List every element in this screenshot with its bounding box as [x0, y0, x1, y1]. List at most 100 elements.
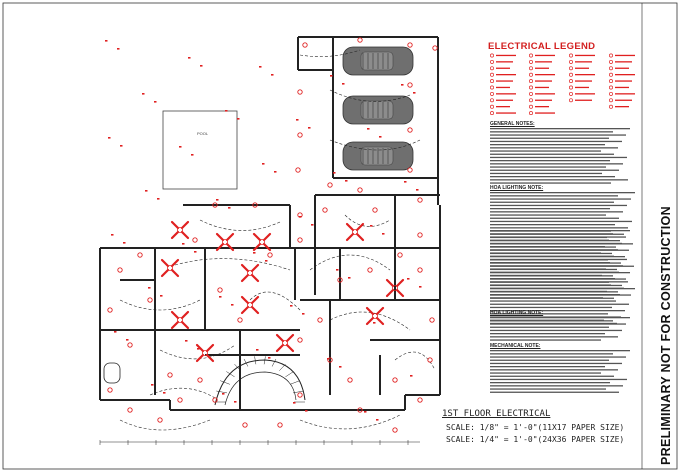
- hoa-note-line-2: [490, 333, 605, 335]
- outlet-icon: [154, 101, 157, 103]
- switch-icon: [490, 59, 494, 64]
- switch-icon: [529, 98, 533, 103]
- mechanical-note-line: [490, 385, 623, 387]
- light-fixture-icon: [337, 277, 343, 283]
- hoa-note-line-2: [490, 329, 622, 332]
- switch-icon: [529, 85, 533, 90]
- outlet-icon: [404, 181, 407, 183]
- light-fixture-icon: [217, 287, 223, 293]
- switch-icon: [609, 79, 613, 84]
- legend-label-bar: [575, 74, 595, 76]
- circuit-run-3: [174, 258, 291, 271]
- hoa-note-line-b: [490, 294, 620, 296]
- mechanical-note-line: [490, 369, 618, 371]
- hoa-note-line-b: [490, 246, 605, 248]
- mechanical-note-line: [490, 378, 627, 381]
- outlet-icon: [342, 83, 345, 85]
- switch-icon: [529, 91, 533, 96]
- legend-label-bar: [535, 54, 555, 57]
- stair-tread-10: [285, 371, 294, 378]
- mechanical-note-line: [490, 366, 605, 368]
- outlet-icon: [299, 216, 302, 218]
- legend-label-bar: [496, 86, 510, 89]
- light-fixture-icon: [417, 267, 423, 273]
- legend-label-bar: [535, 106, 549, 108]
- general-notes-heading: GENERAL NOTES:: [490, 121, 535, 127]
- switch-icon: [609, 98, 613, 103]
- outlet-icon: [259, 66, 262, 68]
- stair-tread-11: [290, 380, 300, 385]
- ceiling-fan-icon: [345, 222, 365, 242]
- light-fixture-icon: [212, 202, 218, 208]
- light-fixture-icon: [167, 372, 173, 378]
- bathtub-outline: [103, 362, 121, 384]
- light-fixture-icon: [427, 357, 433, 363]
- legend-label-bar: [535, 99, 552, 101]
- outlet-icon: [336, 269, 339, 271]
- mechanical-note-line: [490, 382, 610, 384]
- switch-icon: [569, 98, 573, 103]
- outlet-icon: [197, 348, 200, 350]
- stair-outline: [214, 359, 306, 406]
- light-fixture-icon: [297, 337, 303, 343]
- hoa-note-line-b: [490, 310, 625, 312]
- outlet-icon: [348, 277, 351, 279]
- hoa-note-line-b: [490, 268, 606, 270]
- stair-tread-1: [216, 390, 228, 394]
- outlet-icon: [271, 74, 274, 76]
- switch-icon: [569, 53, 573, 58]
- hoa-note-line-b: [490, 306, 612, 309]
- legend-label-bar: [615, 80, 632, 82]
- light-fixture-icon: [392, 377, 398, 383]
- hoa-note-line-b: [490, 290, 607, 293]
- switch-icon: [569, 59, 573, 64]
- light-fixture-icon: [322, 207, 328, 213]
- outlet-icon: [305, 410, 308, 412]
- switch-icon: [490, 79, 494, 84]
- legend-label-bar: [535, 93, 555, 95]
- light-fixture-icon: [357, 407, 363, 413]
- light-fixture-icon: [327, 182, 333, 188]
- circuit-run-12: [199, 219, 281, 231]
- outlet-icon: [114, 331, 117, 333]
- outlet-icon: [379, 136, 382, 138]
- circuit-run-5: [159, 344, 236, 360]
- stair-tread-12: [292, 390, 304, 394]
- hoa-note-line-b: [490, 249, 618, 251]
- legend-label-bar: [535, 86, 549, 89]
- switch-icon: [609, 85, 613, 90]
- hoa-note-line-b: [490, 233, 613, 235]
- outlet-icon: [376, 419, 379, 421]
- legend-label-bar: [496, 80, 513, 82]
- general-note-line: [490, 150, 601, 152]
- outlet-icon: [237, 118, 240, 120]
- mechanical-note-line: [490, 388, 606, 390]
- outlet-icon: [253, 252, 256, 254]
- legend-label-bar: [575, 86, 589, 89]
- stair-tread-3: [226, 371, 235, 378]
- legend-label-bar: [575, 67, 589, 69]
- outlet-icon: [185, 340, 188, 342]
- switch-icon: [569, 85, 573, 90]
- switch-icon: [529, 111, 533, 116]
- hoa-note-line-b: [490, 239, 609, 241]
- light-fixture-icon: [417, 232, 423, 238]
- circuit-run-10: [299, 414, 401, 430]
- switch-icon: [609, 91, 613, 96]
- light-fixture-icon: [372, 207, 378, 213]
- light-fixture-icon: [432, 45, 438, 51]
- hoa-note-line-b: [490, 278, 615, 280]
- light-fixture-icon: [297, 89, 303, 95]
- hoa-note-line: [490, 211, 623, 213]
- outlet-icon: [111, 234, 114, 236]
- general-note-line: [490, 134, 626, 136]
- outlet-icon: [333, 172, 336, 174]
- mechanical-note-line: [490, 391, 619, 393]
- hoa-note-line-b: [490, 262, 610, 264]
- general-note-line: [490, 144, 605, 146]
- switch-icon: [529, 53, 533, 58]
- car-icon: [342, 46, 414, 76]
- switch-icon: [529, 66, 533, 71]
- outlet-icon: [296, 119, 299, 121]
- switch-icon: [609, 66, 613, 71]
